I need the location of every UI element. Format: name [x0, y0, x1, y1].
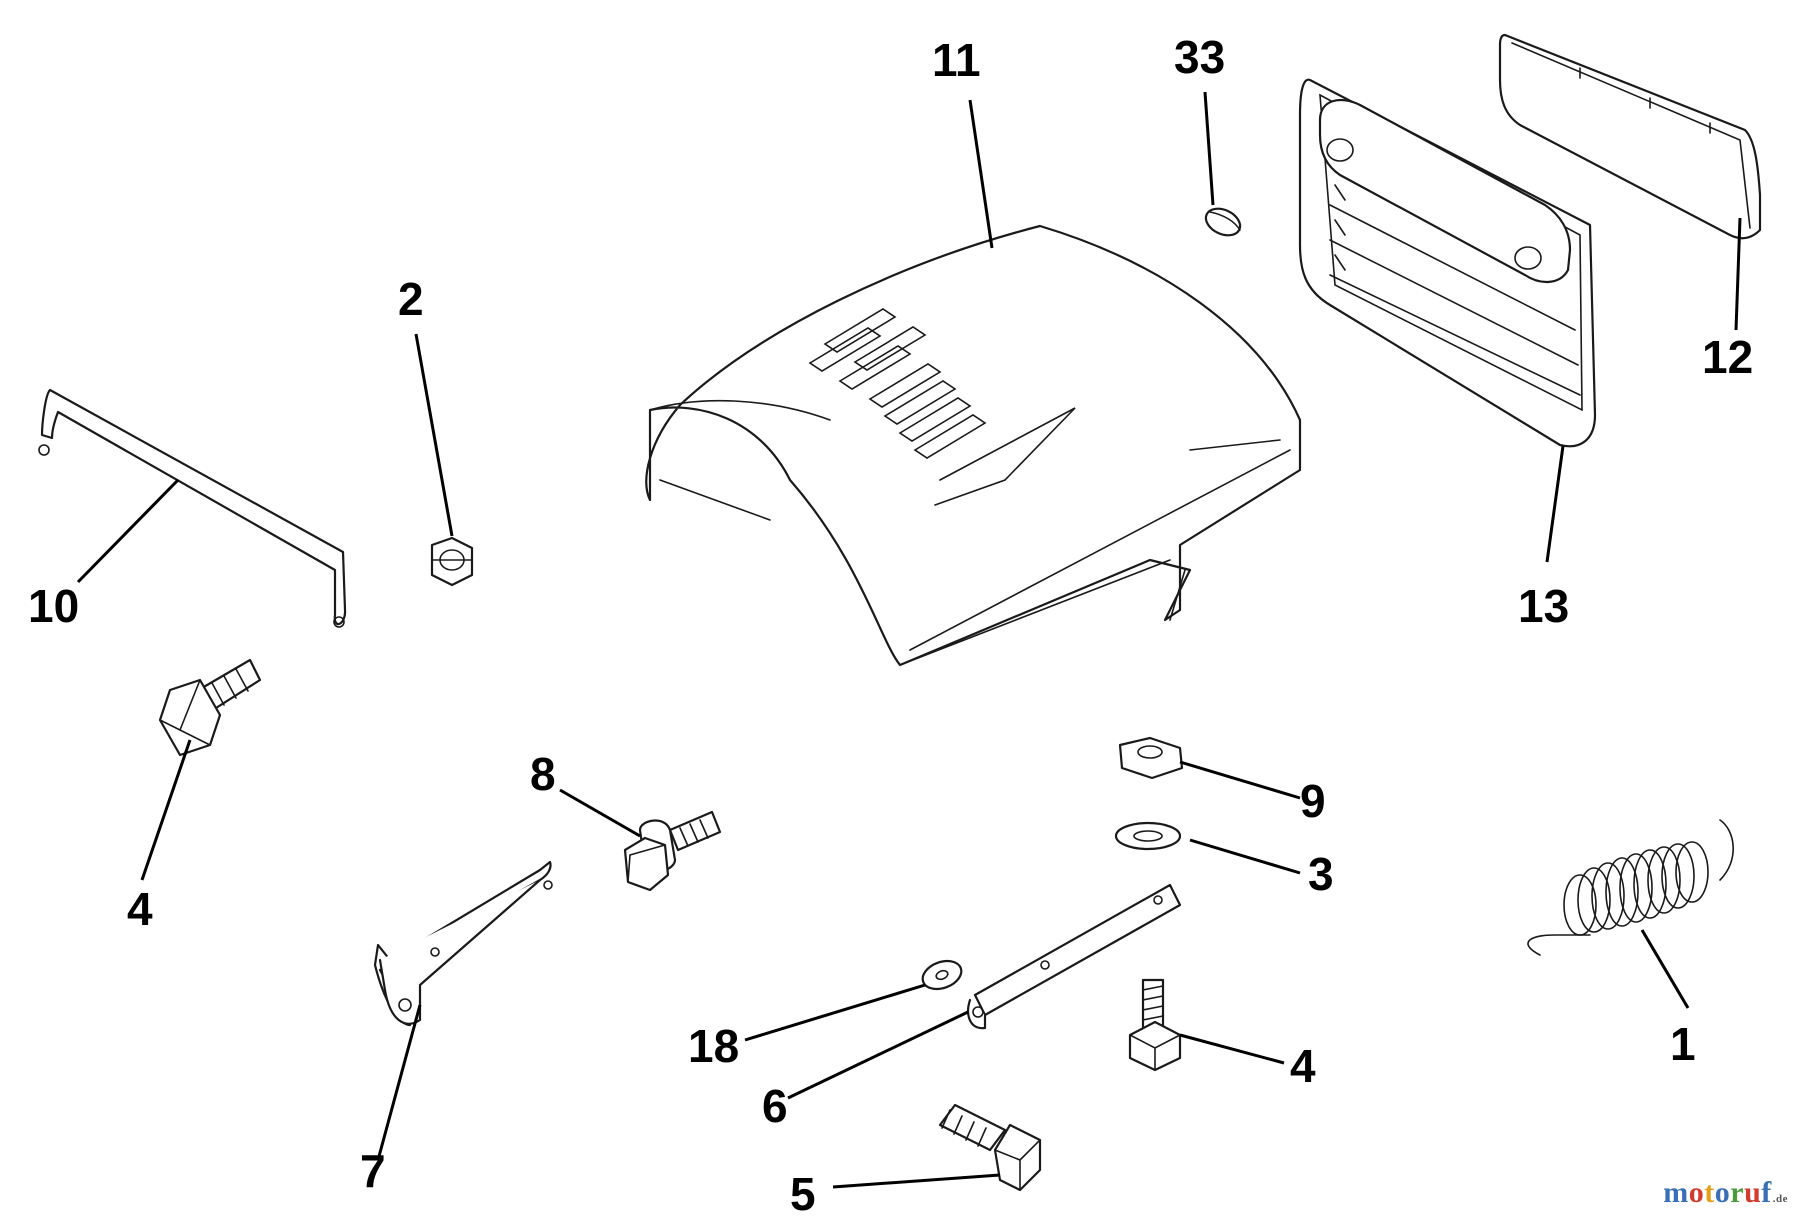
callout-9: 9 — [1300, 775, 1326, 827]
callout-33: 33 — [1174, 31, 1225, 83]
callout-4-right: 4 — [1290, 1040, 1316, 1092]
callout-3: 3 — [1308, 848, 1334, 900]
wm-letter: o — [1688, 1176, 1705, 1209]
callout-2: 2 — [398, 273, 424, 325]
callout-10: 10 — [28, 580, 79, 632]
callout-6: 6 — [762, 1080, 788, 1132]
bolt-part-right — [1128, 978, 1182, 1072]
wm-letter: u — [1744, 1176, 1762, 1209]
wm-letter: t — [1704, 1176, 1715, 1209]
hood-part — [645, 224, 1302, 667]
callout-7: 7 — [360, 1145, 386, 1197]
spring-part — [1527, 819, 1734, 956]
bolt-part-left — [158, 658, 262, 757]
grille-part — [1298, 78, 1597, 448]
wm-letter: r — [1730, 1176, 1745, 1209]
washer-part — [1114, 821, 1182, 851]
clip-part — [1204, 207, 1242, 237]
rod-part — [38, 388, 347, 628]
callout-numbers: 1 2 3 4 4 5 6 7 8 9 10 11 12 13 18 33 — [28, 31, 1753, 1220]
callout-12: 12 — [1702, 331, 1753, 383]
bolt-part-bottom — [938, 1103, 1042, 1192]
lens-part — [1498, 33, 1762, 240]
small-washer-part — [921, 959, 963, 991]
callout-1: 1 — [1670, 1018, 1696, 1070]
leader-lines — [76, 91, 1742, 1189]
spring-coil — [1563, 841, 1709, 936]
callout-4-left: 4 — [127, 883, 153, 935]
wm-letter: m — [1663, 1176, 1689, 1209]
hex-nut-part — [430, 536, 474, 587]
strap-part — [967, 883, 1182, 1030]
callout-18: 18 — [688, 1020, 739, 1072]
callout-8: 8 — [530, 748, 556, 800]
wm-suffix: .de — [1772, 1193, 1788, 1205]
callout-13: 13 — [1518, 580, 1569, 632]
callout-11: 11 — [932, 34, 981, 86]
hex-nut-part-right — [1118, 736, 1184, 780]
hood-vents — [808, 308, 987, 459]
callout-5: 5 — [790, 1168, 816, 1220]
wm-letter: f — [1761, 1176, 1772, 1209]
watermark-logo: motoruf.de — [1663, 1176, 1788, 1210]
bracket-part — [373, 860, 553, 1027]
flange-bolt-part — [623, 810, 722, 892]
wm-letter: o — [1714, 1176, 1731, 1209]
